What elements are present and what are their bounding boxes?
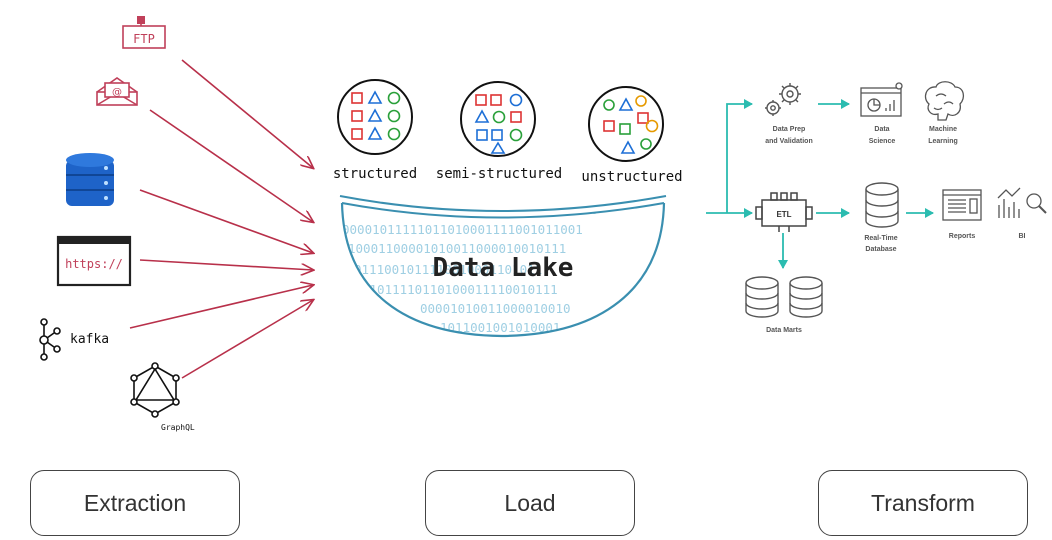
data-marts-label: Data Marts xyxy=(766,327,802,334)
realtime-database-label-line2: Database xyxy=(865,246,896,253)
bi-label: BI xyxy=(1019,233,1026,240)
load-button[interactable]: Load xyxy=(425,470,635,536)
email-at-symbol: @ xyxy=(112,87,122,98)
realtime-database-label-line1: Real-Time xyxy=(864,235,897,242)
pipeline-arrows xyxy=(706,99,934,269)
machine-learning-label-line1: Machine xyxy=(929,126,957,133)
data-marts-icon xyxy=(745,276,823,318)
lake-binary-5: 00001010011000010010 xyxy=(420,301,571,316)
lake-binary-2: 10001100001010011000010010111 xyxy=(348,241,566,256)
extraction-arrows xyxy=(129,59,313,379)
kafka-label: kafka xyxy=(70,332,109,347)
data-lake-title: Data Lake xyxy=(433,253,574,283)
realtime-database-icon xyxy=(865,182,899,228)
kafka-icon xyxy=(39,318,61,361)
lake-binary-4: 01011110110100011110010111 xyxy=(362,282,558,297)
label-structured: structured xyxy=(333,166,417,182)
bi-analytics-icon xyxy=(997,187,1047,218)
transform-button[interactable]: Transform xyxy=(818,470,1028,536)
graphql-icon xyxy=(130,362,180,418)
lake-binary-3: 0111001011110010001101011 xyxy=(354,262,542,277)
machine-learning-label-line2: Learning xyxy=(928,138,958,145)
reports-icon xyxy=(942,189,982,221)
lake-binary-1: 00001011111011010001111001011001 xyxy=(342,222,583,237)
data-science-icon xyxy=(860,82,903,117)
database-icon xyxy=(66,153,114,206)
unstructured-data-icon xyxy=(588,86,664,162)
email-icon: @ xyxy=(96,77,138,106)
label-unstructured: unstructured xyxy=(581,169,682,185)
extraction-button[interactable]: Extraction xyxy=(30,470,240,536)
browser-icon: https:// xyxy=(56,235,132,287)
structured-data-icon xyxy=(337,79,413,155)
data-prep-label-line1: Data Prep xyxy=(773,126,806,133)
graphql-label: GraphQL xyxy=(161,423,195,432)
data-prep-gears-icon xyxy=(765,83,801,116)
etl-label: ETL xyxy=(776,210,791,219)
data-prep-label-line2: and Validation xyxy=(765,138,812,145)
machine-learning-brain-icon xyxy=(924,81,965,121)
semi-structured-data-icon xyxy=(460,81,536,157)
reports-label: Reports xyxy=(949,233,976,240)
ftp-label: FTP xyxy=(133,32,155,46)
label-semi-structured: semi-structured xyxy=(436,166,562,182)
data-science-label-line2: Science xyxy=(869,138,896,145)
https-label: https:// xyxy=(65,257,123,271)
data-lake: 0110001011000101011100110 00001011111011… xyxy=(339,195,667,338)
etl-engine-icon xyxy=(755,192,813,232)
lake-binary-6: 1011001001010001 xyxy=(440,320,560,335)
ftp-icon: FTP xyxy=(122,16,166,49)
data-science-label-line1: Data xyxy=(874,126,889,133)
